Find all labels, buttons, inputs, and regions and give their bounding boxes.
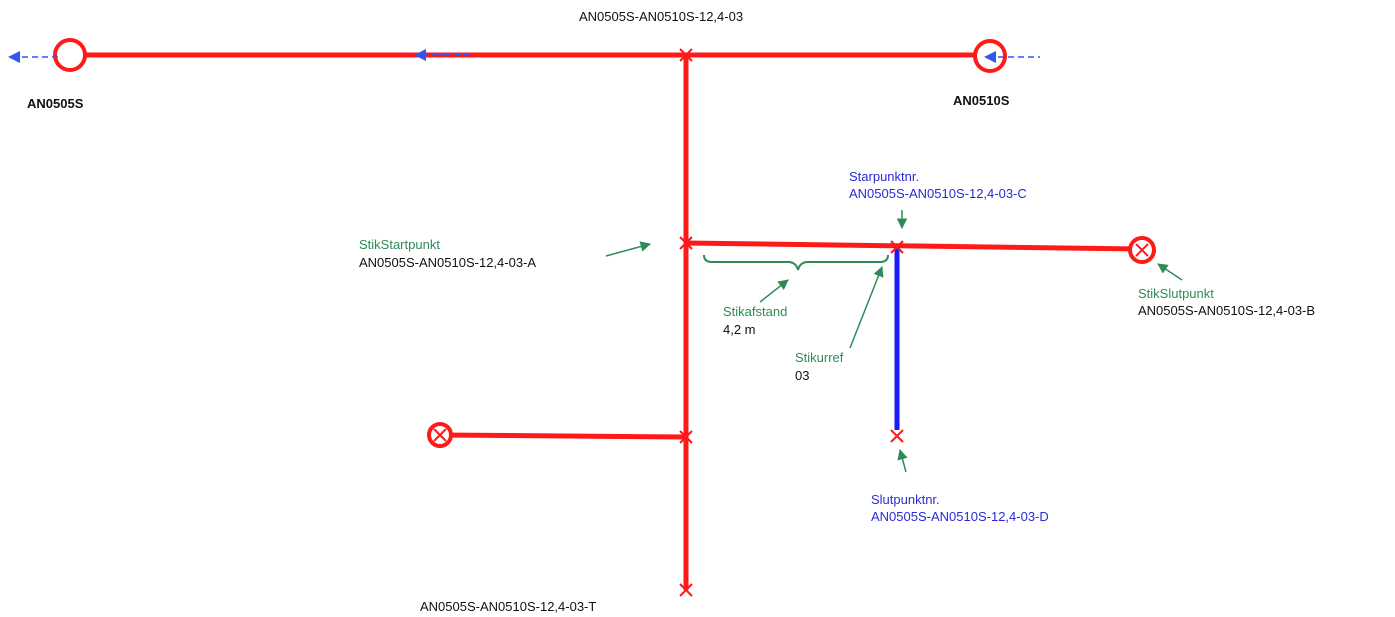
stikafstand-pointer-arrow xyxy=(759,279,789,303)
stikurref-title: Stikurref xyxy=(795,350,844,365)
stikslut-value: AN0505S-AN0510S-12,4-03-B xyxy=(1138,303,1316,318)
flow-arrow-left xyxy=(8,51,62,63)
starpunkt-title: Starpunktnr. xyxy=(849,169,920,184)
stik-line xyxy=(685,240,1141,252)
stikafstand-title: Stikafstand xyxy=(723,304,788,319)
top-line-label: AN0505S-AN0510S-12,4-03 xyxy=(579,9,744,24)
stikstart-value: AN0505S-AN0510S-12,4-03-A xyxy=(359,255,537,270)
stikafstand-brace xyxy=(703,254,889,271)
left-node-label: AN0505S xyxy=(27,96,84,111)
stikslut-pointer-arrow xyxy=(1157,263,1183,281)
stikurref-value: 03 xyxy=(795,368,810,383)
node-an0505s xyxy=(53,38,87,72)
right-node-label: AN0510S xyxy=(953,93,1010,108)
stikstart-title: StikStartpunkt xyxy=(359,237,440,252)
x-marker xyxy=(890,429,904,443)
stikstart-pointer-arrow xyxy=(605,241,652,257)
x-marker xyxy=(679,48,693,62)
lower-branch-end-node xyxy=(427,422,453,448)
slutpunkt-value: AN0505S-AN0510S-12,4-03-D xyxy=(871,509,1049,524)
stikslut-node xyxy=(1128,236,1156,264)
lower-branch-line xyxy=(439,432,687,440)
stikafstand-value: 4,2 m xyxy=(723,322,756,337)
bottom-line-label: AN0505S-AN0510S-12,4-03-T xyxy=(420,599,597,614)
flow-arrow-middle xyxy=(414,49,470,61)
stikurref-pointer-arrow xyxy=(849,266,884,349)
slutpunkt-title: Slutpunktnr. xyxy=(871,492,940,507)
stikslut-title: StikSlutpunkt xyxy=(1138,286,1214,301)
x-marker xyxy=(679,236,693,250)
flow-arrow-right xyxy=(984,51,1040,63)
x-marker xyxy=(890,240,904,254)
x-marker xyxy=(679,583,693,597)
slutpunkt-pointer-arrow xyxy=(897,448,908,473)
x-marker xyxy=(679,430,693,444)
starpunkt-value: AN0505S-AN0510S-12,4-03-C xyxy=(849,186,1027,201)
